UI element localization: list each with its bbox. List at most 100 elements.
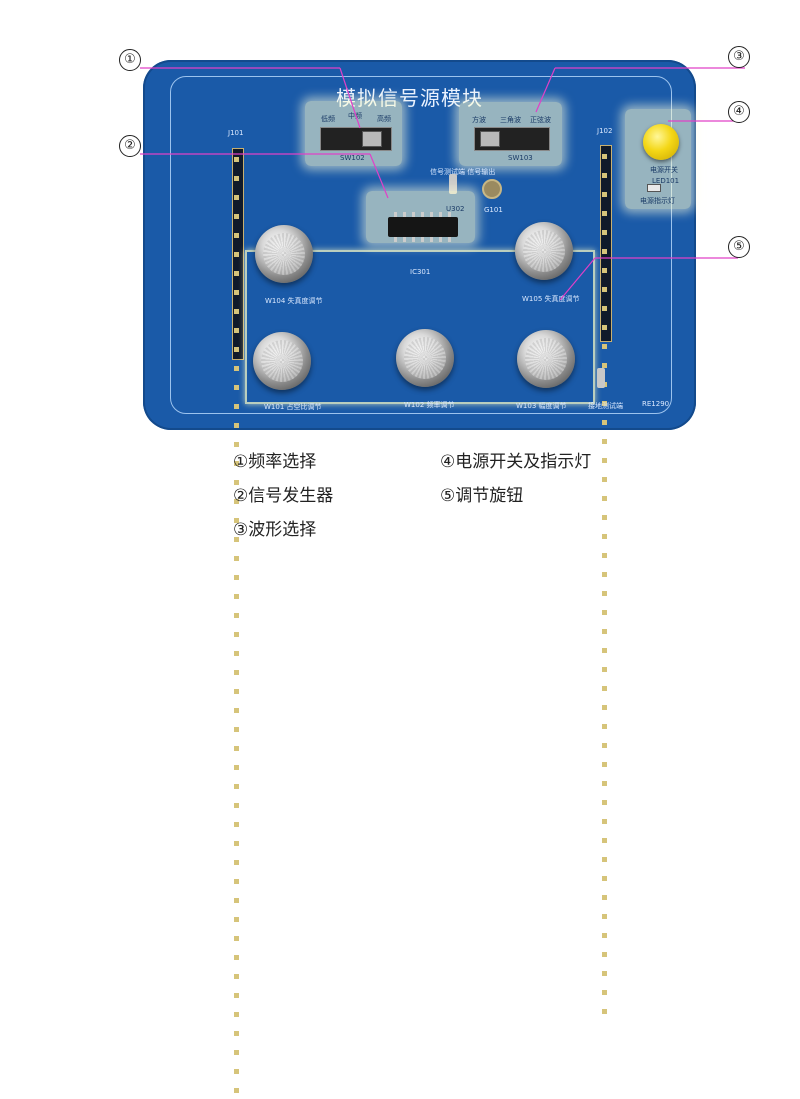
header-pin	[234, 518, 239, 523]
header-pin	[234, 347, 239, 352]
header-pin	[602, 268, 607, 273]
header-pin	[602, 914, 607, 919]
header-pin	[602, 363, 607, 368]
ground-test-pin[interactable]	[597, 368, 605, 388]
header-pin	[602, 990, 607, 995]
knob-w101[interactable]	[253, 332, 311, 390]
header-pin	[234, 480, 239, 485]
wave-label-square: 方波	[472, 116, 486, 124]
knob-label-w105: W105 失真度调节	[522, 295, 580, 303]
header-pin	[602, 230, 607, 235]
chip-leg	[412, 237, 415, 242]
header-pin	[234, 499, 239, 504]
header-pin	[602, 420, 607, 425]
header-pin	[602, 838, 607, 843]
header-pin	[234, 252, 239, 257]
knob-w105[interactable]	[515, 222, 573, 280]
header-pin	[234, 917, 239, 922]
chip-leg	[403, 237, 406, 242]
power-indicator-led	[647, 184, 661, 192]
callout-line-1b	[339, 67, 361, 129]
header-pin	[234, 708, 239, 713]
header-pin	[234, 689, 239, 694]
knob-w102[interactable]	[396, 329, 454, 387]
power-led-label: 电源指示灯	[640, 197, 675, 205]
header-pin	[234, 860, 239, 865]
header-pin	[234, 176, 239, 181]
header-pin	[602, 287, 607, 292]
header-pin	[602, 515, 607, 520]
header-pin	[234, 822, 239, 827]
header-pin	[602, 496, 607, 501]
header-pin	[234, 784, 239, 789]
header-pin	[234, 423, 239, 428]
header-pin	[602, 952, 607, 957]
silkscreen-frame	[170, 76, 672, 414]
header-pin	[602, 553, 607, 558]
header-pin	[234, 632, 239, 637]
ground-label: 接地测试端	[588, 402, 623, 410]
model-id: RE1290	[642, 400, 670, 408]
header-pin	[602, 686, 607, 691]
header-pin	[234, 594, 239, 599]
header-pin	[234, 271, 239, 276]
header-pin	[234, 290, 239, 295]
header-pin	[602, 477, 607, 482]
knob-w103[interactable]	[517, 330, 575, 388]
callout-4: ④	[728, 101, 750, 123]
chip-leg	[421, 212, 424, 217]
chip-leg	[439, 237, 442, 242]
callout-1: ①	[119, 49, 141, 71]
header-pin	[234, 404, 239, 409]
test-point-pin[interactable]	[449, 174, 457, 194]
header-pin	[602, 648, 607, 653]
chip-leg	[439, 212, 442, 217]
header-pin	[234, 1031, 239, 1036]
header-pin	[602, 667, 607, 672]
header-pin	[602, 439, 607, 444]
wave-label-sine: 正弦波	[530, 116, 551, 124]
header-pin	[602, 173, 607, 178]
freq-label-low: 低频	[321, 115, 335, 123]
legend-item-4: ④电源开关及指示灯	[440, 452, 592, 472]
chip2-id: IC301	[410, 268, 431, 276]
header-pin	[602, 154, 607, 159]
header-pin	[602, 743, 607, 748]
callout-3: ③	[728, 46, 750, 68]
power-switch-id: LED101	[652, 177, 680, 185]
freq-label-mid: 中频	[348, 112, 362, 120]
header-pin	[234, 575, 239, 580]
signal-generator-chip	[388, 217, 458, 237]
signal-output-jack[interactable]	[482, 179, 502, 199]
freq-switch-slider[interactable]	[362, 131, 382, 147]
header-pin	[602, 895, 607, 900]
pin-header-left	[232, 148, 244, 1093]
header-pin	[602, 249, 607, 254]
header-pin	[234, 993, 239, 998]
chip-leg	[448, 237, 451, 242]
header-pin	[602, 876, 607, 881]
jack-id: G101	[484, 206, 503, 214]
test-point-label: 信号测试端 信号输出	[430, 168, 496, 176]
header-pin	[234, 727, 239, 732]
header-pin	[234, 157, 239, 162]
header-pin	[234, 556, 239, 561]
wave-switch-slider[interactable]	[480, 131, 500, 147]
header-pin	[602, 572, 607, 577]
header-pin	[234, 765, 239, 770]
header-pin	[602, 211, 607, 216]
header-pin	[602, 458, 607, 463]
header-pin	[234, 1069, 239, 1074]
legend-item-5: ⑤调节旋钮	[440, 486, 524, 506]
header-pin	[602, 933, 607, 938]
chip-leg	[394, 212, 397, 217]
chip-leg	[394, 237, 397, 242]
freq-label-high: 高频	[377, 115, 391, 123]
power-switch-button[interactable]	[643, 124, 679, 160]
header-pin	[234, 309, 239, 314]
knob-w104[interactable]	[255, 225, 313, 283]
header-left-id: J101	[228, 129, 244, 137]
header-pin	[234, 936, 239, 941]
chip-leg	[448, 212, 451, 217]
header-pin	[234, 1050, 239, 1055]
